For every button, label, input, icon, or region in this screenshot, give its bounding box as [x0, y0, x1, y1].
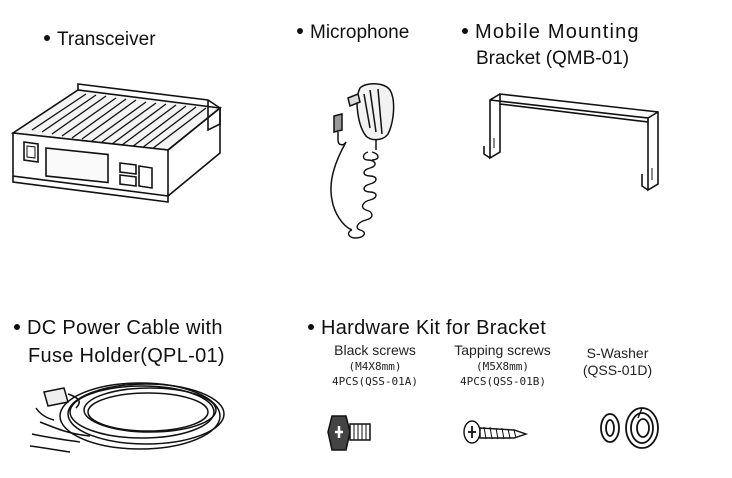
black-screws-qty: 4PCS(QSS-01A)	[331, 375, 419, 388]
bullet-icon	[308, 323, 314, 330]
bullet-icon	[297, 27, 303, 34]
power-cable-label-line2: Fuse Holder(QPL-01)	[28, 344, 225, 368]
power-cable-label-line1: DC Power Cable with	[14, 316, 223, 340]
tapping-screws-size: (M5X8mm)	[476, 360, 529, 373]
black-screws-name: Black screws	[334, 342, 416, 358]
s-washer-icon	[600, 407, 659, 449]
transceiver-text: Transceiver	[57, 29, 156, 50]
tapping-screws-name: Tapping screws	[454, 342, 551, 358]
black-screw-icon	[327, 415, 371, 451]
bracket-label-line2: Bracket (QMB-01)	[476, 47, 629, 71]
bullet-icon	[44, 34, 50, 41]
s-washer-code: (QSS-01D)	[582, 362, 653, 378]
microphone-text: Microphone	[310, 22, 410, 43]
s-washer-name: S-Washer	[586, 345, 649, 361]
hardware-kit-text: Hardware Kit for Bracket	[321, 317, 547, 339]
power-cable-text-2: Fuse Holder(QPL-01)	[28, 345, 225, 367]
transceiver-illustration	[10, 83, 222, 203]
bracket-illustration	[483, 93, 659, 192]
bracket-text-2: Bracket (QMB-01)	[476, 48, 630, 69]
power-cable-text-1: DC Power Cable with	[27, 317, 223, 339]
hardware-kit-label: Hardware Kit for Bracket	[308, 316, 546, 340]
bracket-label-line1: Mobile Mounting	[462, 20, 640, 44]
microphone-label: Microphone	[297, 21, 409, 45]
transceiver-label: Transceiver	[44, 28, 156, 52]
tapping-screws-qty: 4PCS(QSS-01B)	[459, 375, 547, 388]
bullet-icon	[462, 27, 468, 34]
bullet-icon	[14, 323, 20, 330]
bracket-text-1: Mobile Mounting	[475, 21, 640, 43]
tapping-screw-icon	[463, 420, 529, 444]
power-cable-illustration	[29, 382, 225, 453]
black-screws-size: (M4X8mm)	[348, 360, 402, 373]
microphone-illustration	[330, 83, 395, 239]
